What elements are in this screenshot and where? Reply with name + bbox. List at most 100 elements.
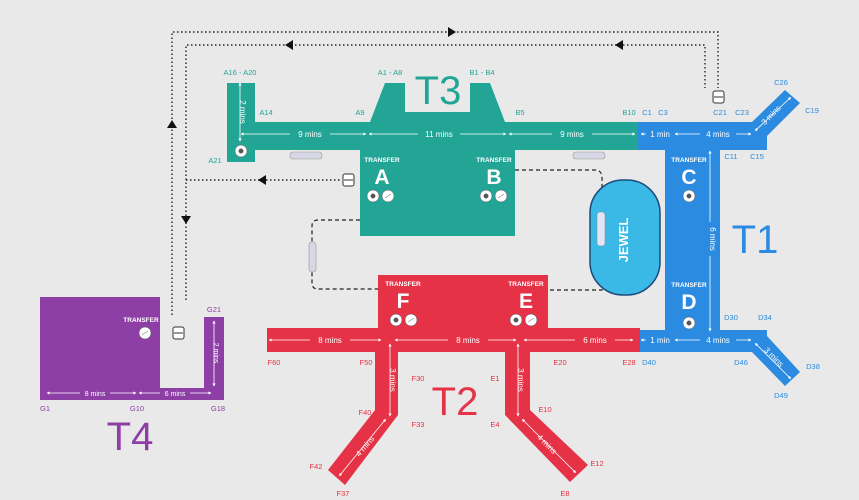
walk-time-t2-mid: 8 mins <box>456 336 480 345</box>
walk-time-t3-a-vertical: 2 mins <box>238 100 247 124</box>
gate-d49: D49 <box>774 391 788 400</box>
terminal-label-t4: T4 <box>107 415 154 459</box>
gate-b10: B10 <box>622 108 635 117</box>
gate-d34: D34 <box>758 313 772 322</box>
walk-time-t2-left: 8 mins <box>318 336 342 345</box>
transfer-label-t4: TRANSFER <box>123 317 159 324</box>
jewel-building: JEWEL <box>589 179 661 296</box>
walk-time-t2-right: 6 mins <box>583 336 607 345</box>
transfer-area-a: A <box>374 166 389 189</box>
gate-labels-t4: G21 G1 G10 G18 <box>40 305 225 413</box>
gate-g21: G21 <box>207 305 221 314</box>
gate-d38: D38 <box>806 362 820 371</box>
baggage-icon <box>381 189 395 203</box>
baggage-icon <box>404 313 418 327</box>
walk-time-t1-bottom-4: 4 mins <box>706 336 730 345</box>
gate-labels-t3: A16 - A20 A1 - A8 B1 - B4 A14 A9 A21 B5 … <box>208 68 635 165</box>
gate-f37: F37 <box>337 489 350 498</box>
transfer-area-d: D <box>681 291 696 314</box>
baggage-icon <box>524 313 538 327</box>
gate-d46: D46 <box>734 358 748 367</box>
bus-route-arrows <box>167 27 623 224</box>
immigration-icon <box>682 189 696 203</box>
gate-f60: F60 <box>268 358 281 367</box>
transfer-label-b: TRANSFER <box>476 157 512 164</box>
jewel-label: JEWEL <box>616 218 631 263</box>
gate-a16-a20: A16 - A20 <box>224 68 257 77</box>
gate-e20: E20 <box>553 358 566 367</box>
immigration-icon <box>234 144 248 158</box>
bus-icon <box>342 173 355 187</box>
gate-c11: C11 <box>724 152 737 161</box>
bus-icons <box>172 90 725 340</box>
gate-c3: C3 <box>658 108 668 117</box>
gate-g18: G18 <box>211 404 225 413</box>
walk-time-t3-right: 9 mins <box>560 130 584 139</box>
bus-icon <box>712 90 725 104</box>
immigration-icon <box>389 313 403 327</box>
gate-d40: D40 <box>642 358 656 367</box>
gate-e12: E12 <box>590 459 603 468</box>
gate-f42: F42 <box>310 462 323 471</box>
transfer-area-c: C <box>681 166 696 189</box>
immigration-icon <box>682 316 696 330</box>
gate-e1: E1 <box>490 374 499 383</box>
transfer-label-a: TRANSFER <box>364 157 400 164</box>
transfer-label-d: TRANSFER <box>671 282 707 289</box>
gate-c15: C15 <box>750 152 764 161</box>
walk-time-t2-f-vertical: 3 mins <box>388 368 397 392</box>
gate-c1: C1 <box>642 108 652 117</box>
immigration-icon <box>479 189 493 203</box>
walk-time-t3-left: 9 mins <box>298 130 322 139</box>
transfer-label-f: TRANSFER <box>385 281 421 288</box>
transfer-label-e: TRANSFER <box>508 281 544 288</box>
terminal-label-t1: T1 <box>732 218 779 262</box>
walk-time-t1-bottom-1: 1 min <box>650 336 670 345</box>
gate-c21: C21 <box>713 108 727 117</box>
walk-time-t2-e-vertical: 3 mins <box>516 368 525 392</box>
gate-f40: F40 <box>359 408 372 417</box>
gate-f33: F33 <box>412 420 425 429</box>
gate-e4: E4 <box>490 420 499 429</box>
terminal-label-t3: T3 <box>415 69 462 113</box>
gate-e8: E8 <box>560 489 569 498</box>
walk-time-t1-top-4: 4 mins <box>706 130 730 139</box>
gate-b1-b4: B1 - B4 <box>469 68 494 77</box>
gate-e10: E10 <box>538 405 551 414</box>
gate-a21: A21 <box>208 156 221 165</box>
service-icons <box>138 144 696 340</box>
walk-time-t1-vertical: 6 mins <box>708 227 717 251</box>
baggage-icon <box>494 189 508 203</box>
gate-g10: G10 <box>130 404 144 413</box>
transfer-area-f: F <box>397 290 410 313</box>
walk-time-t4-left: 8 mins <box>85 391 106 398</box>
skytrain-car-icons <box>289 151 606 273</box>
transfer-areas: TRANSFER A TRANSFER B TRANSFER C TRANSFE… <box>123 157 707 324</box>
gate-a1-a8: A1 - A8 <box>378 68 403 77</box>
bus-icon <box>172 326 185 340</box>
gate-f30: F30 <box>412 374 425 383</box>
gate-g1: G1 <box>40 404 50 413</box>
transfer-area-e: E <box>519 290 533 313</box>
walk-time-t4-right: 6 mins <box>165 391 186 398</box>
walk-time-labels: 2 mins 9 mins 11 mins 9 mins 1 min 4 min… <box>80 100 785 458</box>
gate-labels-t1: C1 C3 C21 C23 C26 C19 C11 C15 D30 D34 D4… <box>642 78 820 400</box>
immigration-icon <box>366 189 380 203</box>
gate-a9: A9 <box>355 108 364 117</box>
walk-time-t3-mid: 11 mins <box>425 130 452 139</box>
terminal-3 <box>227 83 640 236</box>
walk-time-t4-vertical: 2 mins <box>212 343 219 364</box>
terminal-label-t2: T2 <box>432 380 479 424</box>
gate-d30: D30 <box>724 313 738 322</box>
gate-c26: C26 <box>774 78 788 87</box>
walk-time-t1-top-1: 1 min <box>650 130 670 139</box>
gate-c19: C19 <box>805 106 819 115</box>
transfer-area-b: B <box>486 166 501 189</box>
gate-c23: C23 <box>735 108 749 117</box>
baggage-icon <box>138 326 152 340</box>
transfer-label-c: TRANSFER <box>671 157 707 164</box>
terminal-1 <box>638 90 800 386</box>
gate-labels-t2: E28 E20 E1 E4 E10 E12 E8 F60 F50 F30 F33… <box>268 358 636 498</box>
